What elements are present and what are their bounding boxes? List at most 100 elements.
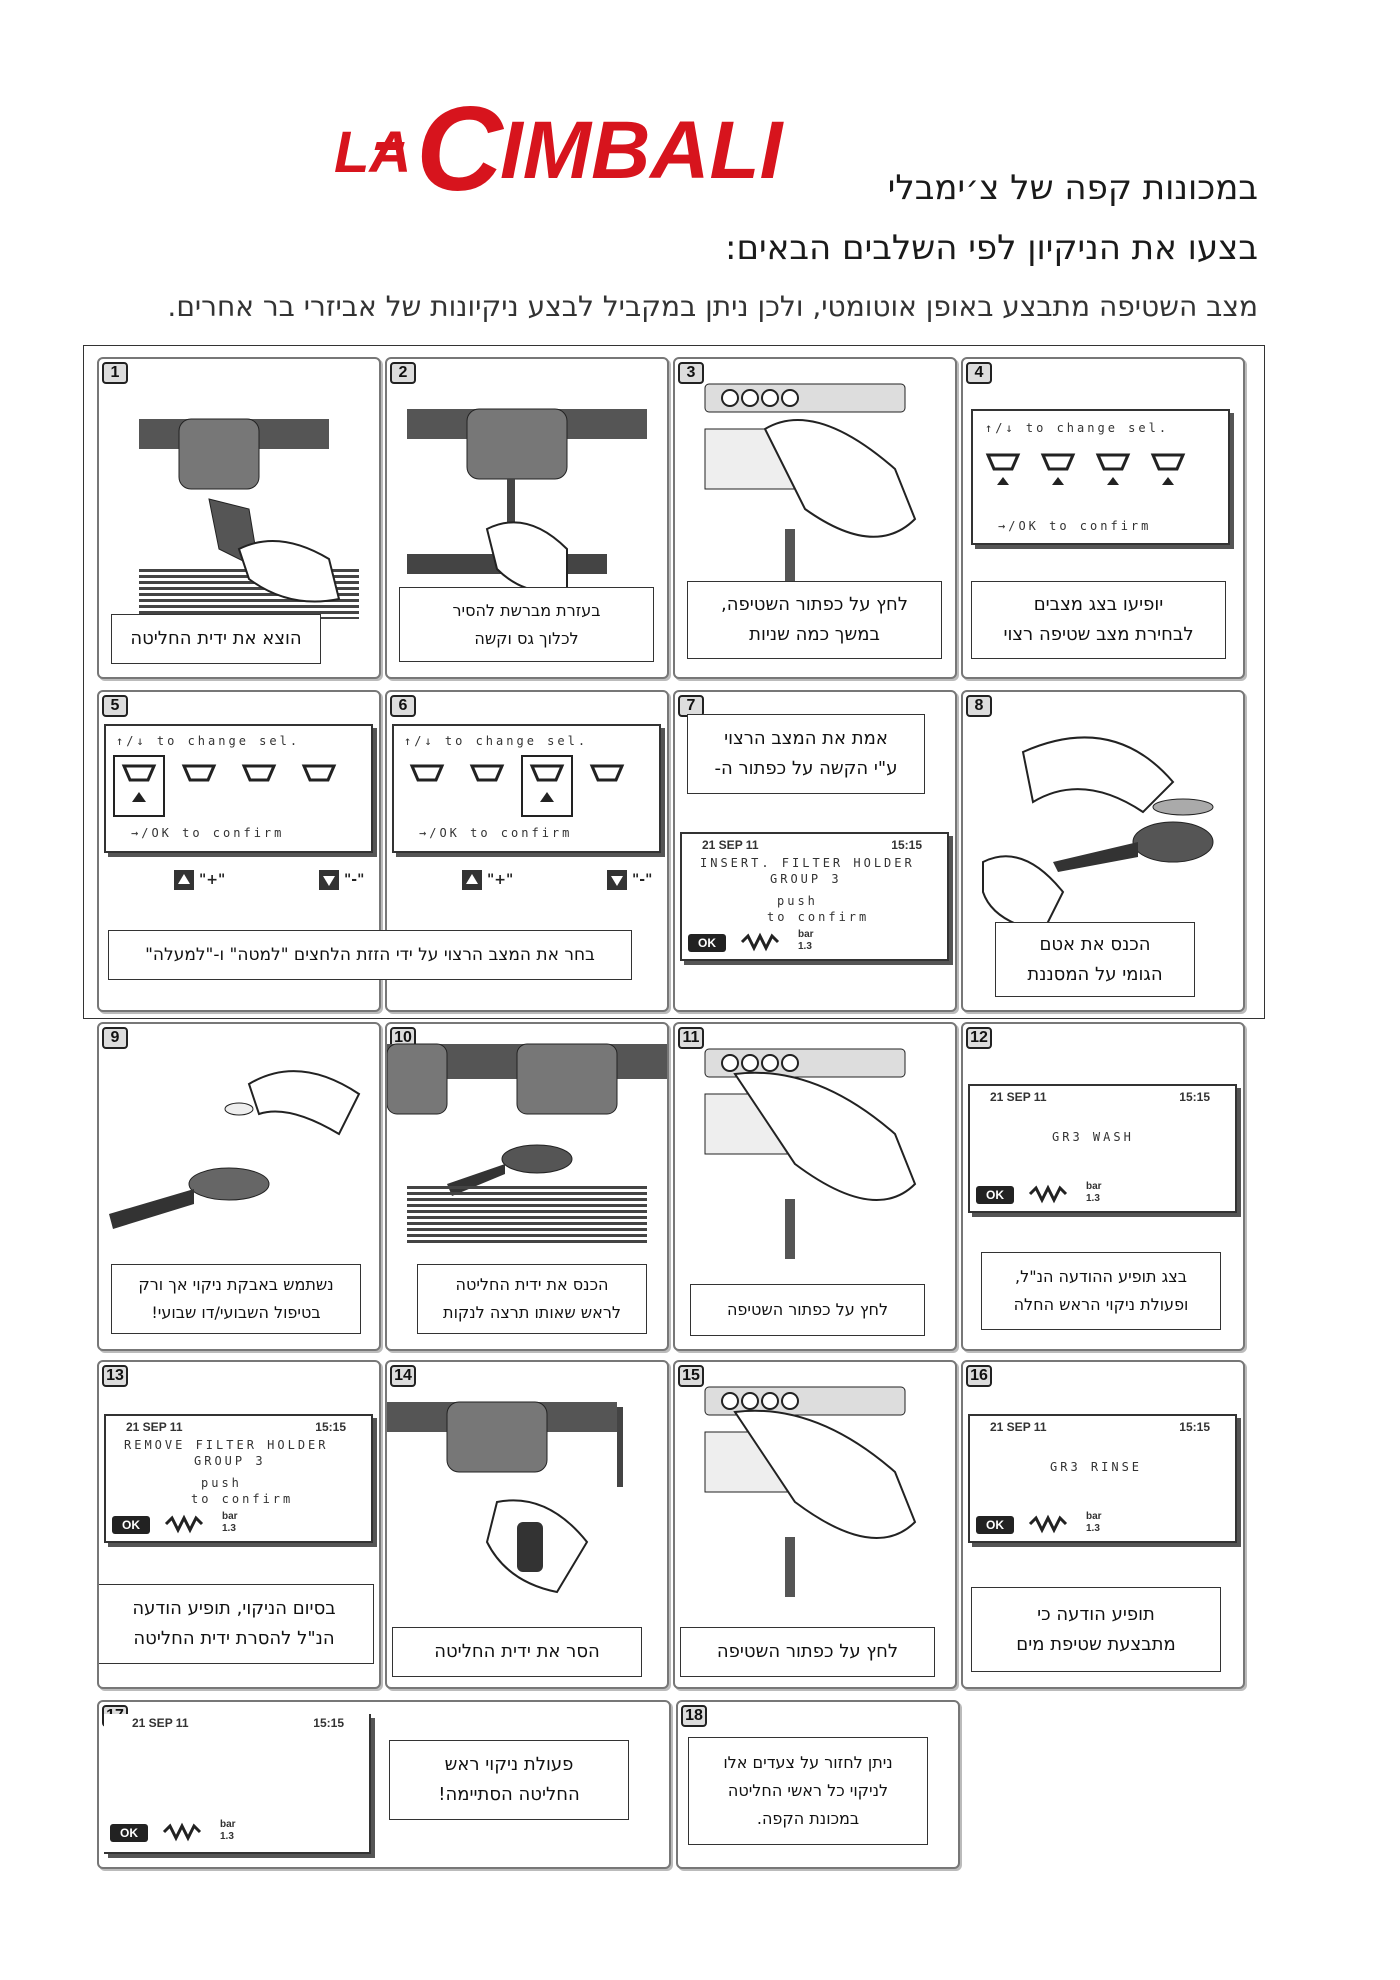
step-caption: הכנס את אטם הגומי על המסננת [995,922,1195,997]
filter-gasket-illustration [982,736,1214,934]
step-panel-14: 14 הסר את ידית החליטה [385,1360,669,1689]
lcd-remove: REMOVE FILTER HOLDER [124,1438,329,1452]
ok-icon: OK [976,1186,1014,1204]
step-number: 13 [102,1365,128,1387]
lcd-date: 21 SEP 11 [132,1716,189,1730]
step-caption: ניתן לחזור על צעדים אלו לניקוי כל ראשי ה… [688,1737,928,1845]
lcd-date: 21 SEP 11 [126,1420,183,1434]
ok-icon: OK [112,1516,150,1534]
lcd-date: 21 SEP 11 [990,1420,1047,1434]
bar-value: 1.3 [222,1523,236,1534]
wave-icon [1028,1184,1068,1204]
step-number: 18 [681,1705,707,1727]
step-caption: הכנס את ידית החליטה לראש שאותו תרצה לנקו… [417,1264,647,1334]
group-selection-icons [409,755,625,817]
lcd-display: ↑/↓ to change sel. →/OK to confirm [971,409,1230,545]
step-number: 2 [390,362,416,384]
machine-illustration [139,418,359,619]
minus-label: "-" [632,872,653,888]
step-number: 4 [966,362,992,384]
lcd-time: 15:15 [313,1716,344,1730]
bar-label: bar [222,1511,238,1522]
up-down-buttons [174,870,339,890]
up-down-buttons [462,870,627,890]
lcd-confirm: →/OK to confirm [419,826,573,840]
group-selection-icons [113,755,337,817]
step-number: 8 [966,695,992,717]
control-panel-illustration [704,383,917,589]
wave-icon [740,932,780,952]
lcd-confirm: →/OK to confirm [998,519,1152,533]
step-number: 15 [678,1365,704,1387]
step-number: 3 [678,362,704,384]
bar-label: bar [220,1819,236,1830]
lcd-time: 15:15 [315,1420,346,1434]
lcd-rinse: GR3 RINSE [1050,1460,1143,1474]
lcd-time: 15:15 [1179,1420,1210,1434]
bar-label: bar [1086,1181,1102,1192]
step-panel-10: 10 הכנס את ידית החליטה לראש שאותו תרצה ל… [385,1022,669,1351]
ok-icon: OK [976,1516,1014,1534]
step-panel-11: 11 לחץ על כפתור השטיפה [673,1022,957,1351]
step-number: 1 [102,362,128,384]
plus-label: "+" [487,872,514,888]
steps-frame [83,345,1265,1019]
step-number: 16 [966,1365,992,1387]
step-caption: בסיום הניקוי, תופיע הודעה הנ"ל להסרת ידי… [99,1584,374,1664]
step-panel-13: 13 21 SEP 11 15:15 REMOVE FILTER HOLDER … [97,1360,381,1689]
step-caption: לחץ על כפתור השטיפה [690,1284,925,1336]
bar-label: bar [798,929,814,940]
lcd-date: 21 SEP 11 [702,838,759,852]
lcd-to-confirm: to confirm [191,1492,294,1506]
step-caption: יופיעו בצג מצבים לבחירת מצב שטיפה רצוי [971,581,1226,659]
step-caption: בעזרת מברשת להסיר לכלוך גס וקשה [399,587,654,662]
lcd-display: ↑/↓ to change sel. →/OK to confirm [392,724,661,853]
step-number: 5 [102,695,128,717]
cleaning-powder-illustration [109,1070,361,1229]
svg-text:C: C [416,82,505,210]
ok-icon: OK [110,1824,148,1842]
step-panel-2: 2 בעזרת מברשת להסיר לכלוך גס וקשה [385,357,669,679]
bar-value: 1.3 [798,941,812,952]
lcd-time: 15:15 [1179,1090,1210,1104]
step-panel-7: 7 אמת את המצב הרצוי ע"י הקשה על כפתור ה-… [673,690,957,1012]
wave-icon [1028,1514,1068,1534]
step-number: 6 [390,695,416,717]
lcd-display: 21 SEP 11 15:15 OK bar 1.3 [104,1714,371,1854]
ok-icon: OK [688,934,726,952]
step-panel-16: 16 21 SEP 11 15:15 GR3 RINSE OK bar 1.3 … [961,1360,1245,1689]
lcd-group: GROUP 3 [194,1454,266,1468]
step-caption: לחץ על כפתור השטיפה, במשך כמה שניות [687,581,942,659]
lcd-to-confirm: to confirm [767,910,870,924]
step-5-6-caption: בחר את המצב הרצוי על ידי הזזת הלחצים "למ… [108,930,632,980]
step-caption: בצג תופיע ההודעה הנ"ל, ופעולת ניקוי הראש… [981,1252,1221,1330]
minus-label: "-" [344,872,365,888]
bar-value: 1.3 [1086,1193,1100,1204]
step-panel-15: 15 לחץ על כפתור השטיפה [673,1360,957,1689]
step-panel-9: 9 נשתמש באבקת ניקוי אך ורק בטיפול השבועי… [97,1022,381,1351]
lcd-time: 15:15 [891,838,922,852]
step-caption: נשתמש באבקת ניקוי אך ורק בטיפול השבועי/ד… [111,1264,361,1334]
step-caption: אמת את המצב הרצוי ע"י הקשה על כפתור ה- [687,714,925,794]
control-panel-illustration [704,1048,917,1259]
step-panel-4: 4 ↑/↓ to change sel. →/OK to confirm יופ… [961,357,1245,679]
lcd-display: 21 SEP 11 15:15 GR3 RINSE OK bar 1.3 [968,1414,1237,1543]
bar-value: 1.3 [220,1831,234,1842]
step-caption: לחץ על כפתור השטיפה [680,1627,935,1677]
step-panel-8: 8 הכנס את אטם הגומי על המסננת [961,690,1245,1012]
step-number: 9 [102,1027,128,1049]
svg-text:LA: LA [334,120,411,185]
step-caption: הסר את ידית החליטה [392,1627,642,1677]
step-panel-1: 1 הוצא את ידית החליטה [97,357,381,679]
insert-handle-illustration [387,1043,667,1244]
lcd-confirm: →/OK to confirm [131,826,285,840]
step-caption: תופיע הודעה כי מתבצעת שטיפת מים [971,1587,1221,1672]
lcd-change-sel: ↑/↓ to change sel. [985,421,1170,435]
lcd-change-sel: ↑/↓ to change sel. [116,734,301,748]
lcd-push: push [201,1476,242,1490]
lcd-display: 21 SEP 11 15:15 GR3 WASH OK bar 1.3 [968,1084,1237,1213]
control-panel-illustration [704,1386,917,1597]
bar-value: 1.3 [1086,1523,1100,1534]
step-panel-12: 12 21 SEP 11 15:15 GR3 WASH OK bar 1.3 ב… [961,1022,1245,1351]
lcd-display: ↑/↓ to change sel. →/OK to confirm [104,724,373,853]
